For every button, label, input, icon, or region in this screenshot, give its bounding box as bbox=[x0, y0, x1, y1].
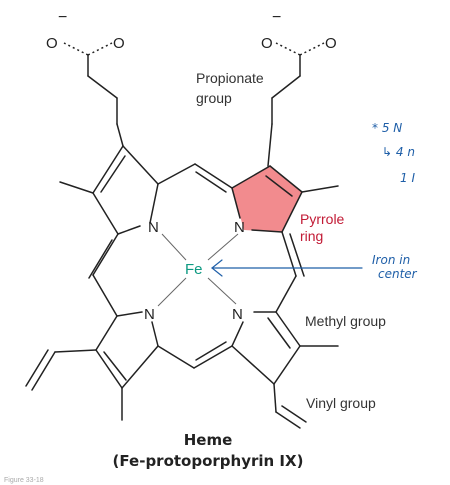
oxygen-atom: O bbox=[113, 35, 125, 52]
nitrogen-atom: N bbox=[234, 219, 245, 236]
oxygen-atom: O bbox=[261, 35, 273, 52]
oxygen-atom: O bbox=[46, 35, 58, 52]
note-line: * 5 N bbox=[372, 121, 402, 135]
figure-caption: Figure 33-18 bbox=[4, 477, 44, 484]
pyrrole-ring-highlight bbox=[232, 166, 302, 232]
right-propionate-group bbox=[267, 42, 325, 167]
note-line: ↳ 4 n bbox=[382, 145, 415, 159]
diagram-title: Heme bbox=[184, 431, 233, 449]
nitrogen-atom: N bbox=[232, 306, 243, 323]
nitrogen-atom: N bbox=[144, 306, 155, 323]
vinyl-group-label: Vinyl group bbox=[306, 395, 376, 411]
arrow-head-icon bbox=[211, 259, 223, 277]
propionate-group-label: Propionate group bbox=[196, 70, 268, 106]
nitrogen-atom: N bbox=[148, 219, 159, 236]
pyrrole-ring-lower-right bbox=[231, 311, 339, 429]
methyl-group-label: Methyl group bbox=[305, 313, 386, 329]
oxygen-atom: O bbox=[325, 35, 337, 52]
iron-atom: Fe bbox=[185, 261, 203, 278]
negative-charge: − bbox=[58, 9, 67, 26]
methine-bridges bbox=[88, 163, 305, 369]
note-line: 1 I bbox=[400, 171, 415, 185]
iron-coordination-bonds bbox=[157, 233, 239, 307]
left-propionate-group bbox=[63, 42, 124, 147]
negative-charge: − bbox=[272, 9, 281, 26]
diagram-subtitle: (Fe-protoporphyrin IX) bbox=[113, 452, 304, 470]
pyrrole-ring-upper-right bbox=[231, 165, 339, 233]
pyrrole-ring-upper-left bbox=[59, 145, 159, 235]
pyrrole-ring-label: Pyrrole ring bbox=[300, 211, 348, 244]
iron-center-note: Iron in center bbox=[372, 253, 418, 281]
pyrrole-ring-lower-left bbox=[25, 311, 159, 421]
handwritten-note: * 5 N ↳ 4 n 1 I bbox=[372, 121, 415, 185]
